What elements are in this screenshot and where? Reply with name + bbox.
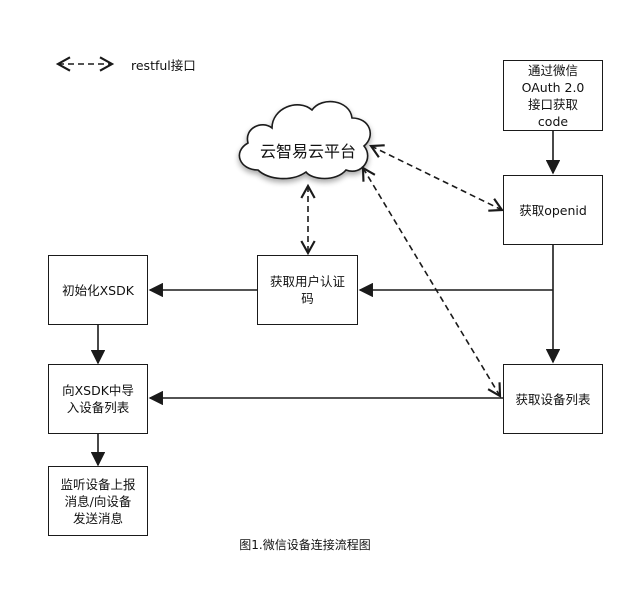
get-device-list-box: 获取设备列表 — [503, 364, 603, 434]
import-device-list-label: 向XSDK中导 入设备列表 — [62, 383, 134, 415]
openid-box: 获取openid — [503, 175, 603, 245]
oauth-code-label: 通过微信 OAuth 2.0 接口获取 code — [521, 62, 585, 129]
import-device-list-box: 向XSDK中导 入设备列表 — [48, 364, 148, 434]
cloud-platform-icon — [238, 100, 372, 180]
dashed-cloud-devices — [361, 166, 502, 398]
dashed-cloud-openid — [369, 144, 504, 212]
listen-device-box: 监听设备上报 消息/向设备 发送消息 — [48, 466, 148, 536]
init-xsdk-box: 初始化XSDK — [48, 255, 148, 325]
legend-label: restful接口 — [131, 58, 196, 73]
oauth-code-box: 通过微信 OAuth 2.0 接口获取 code — [503, 60, 603, 131]
listen-device-label: 监听设备上报 消息/向设备 发送消息 — [60, 476, 136, 526]
cloud-platform-label: 云智易云平台 — [259, 142, 356, 161]
figure-caption: 图1.微信设备连接流程图 — [239, 538, 371, 552]
init-xsdk-label: 初始化XSDK — [62, 282, 134, 298]
auth-code-label: 获取用户认证 码 — [269, 274, 345, 306]
auth-code-box: 获取用户认证 码 — [257, 255, 358, 325]
openid-label: 获取openid — [519, 202, 587, 218]
get-device-list-label: 获取设备列表 — [515, 391, 591, 407]
